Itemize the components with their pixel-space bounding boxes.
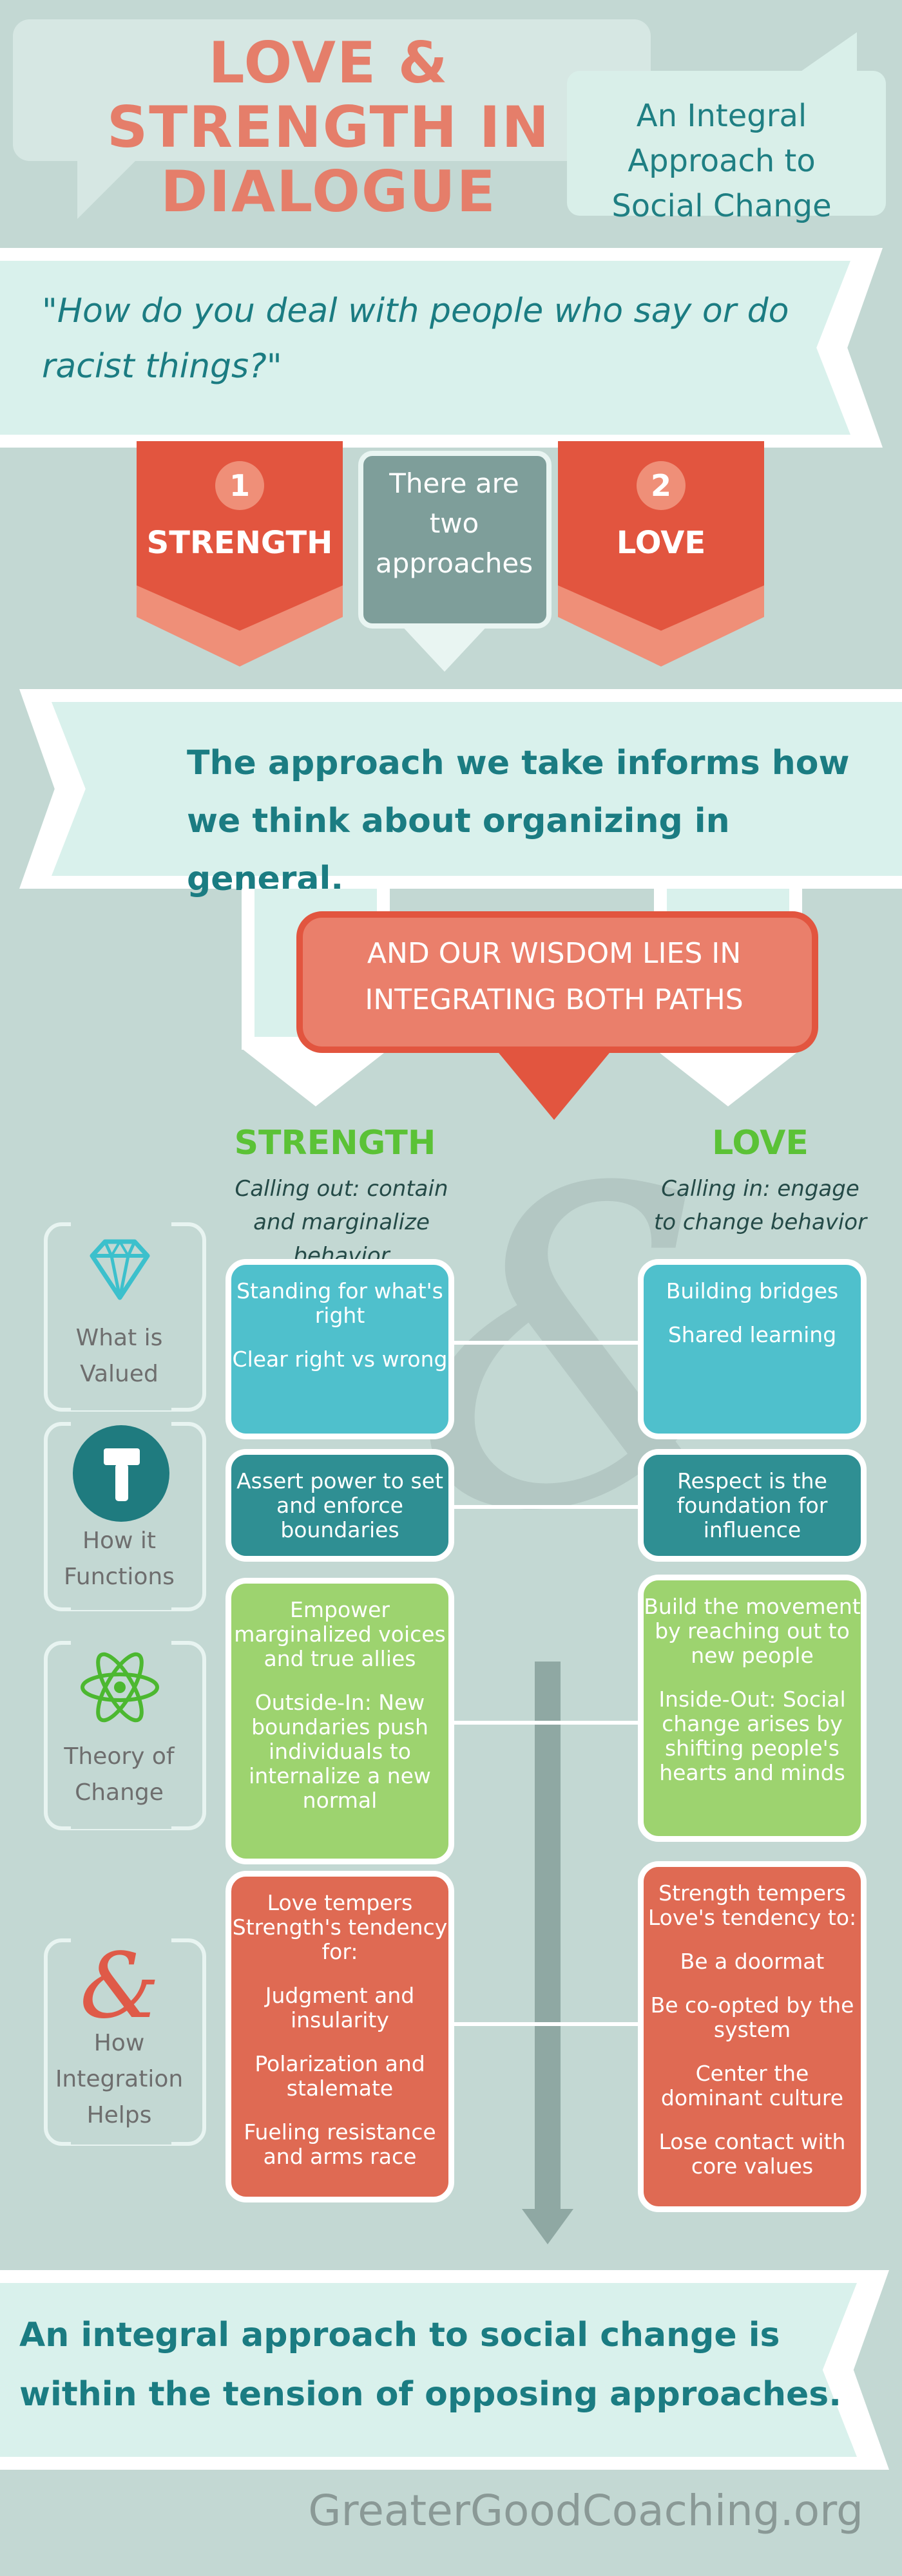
row-label-functions: How it Functions xyxy=(64,1528,175,1590)
row-connector-theory xyxy=(451,1721,644,1725)
cell-line: Love tempers Strength's tendency for: xyxy=(232,1890,448,1964)
title-bubble xyxy=(13,19,651,161)
row-label-theory: Theory of Change xyxy=(64,1743,175,1806)
ampersand-icon: & xyxy=(79,1934,160,2039)
cell-line: Standing for what's right xyxy=(236,1278,443,1328)
diamond-icon xyxy=(72,1224,168,1320)
strength-cell-theory: Empower marginalized voices and true all… xyxy=(225,1578,454,1864)
cell-line: Be co-opted by the system xyxy=(650,1993,854,2042)
cell-line: Clear right vs wrong xyxy=(232,1347,448,1372)
statement-banner xyxy=(52,702,902,876)
question-text: "How do you deal with people who say or … xyxy=(42,292,789,386)
bracket-gap xyxy=(71,1217,171,1410)
cell-line: Respect is the foundation for influence xyxy=(676,1468,828,1542)
row-connector-valued xyxy=(451,1341,644,1345)
cell-line: Build the movement by reaching out to ne… xyxy=(644,1594,861,1668)
cell-line: Be a doormat xyxy=(680,1949,825,1974)
cell-line: Inside-Out: Social change arises by shif… xyxy=(658,1687,846,1785)
conclusion-text: An integral approach to social change is… xyxy=(19,2316,841,2414)
strength-cell-integration: Love tempers Strength's tendency for: Ju… xyxy=(225,1871,454,2202)
love-cell-functions: Respect is the foundation for influence xyxy=(638,1449,867,1562)
love-number-badge: 2 xyxy=(637,461,686,510)
row-label-integration: How Integration Helps xyxy=(55,2030,184,2128)
love-cell-integration: Strength tempers Love's tendency to: Be … xyxy=(638,1861,867,2212)
row-connector-integration xyxy=(451,2022,644,2026)
page-subtitle: An Integral Approach to Social Change xyxy=(611,98,832,224)
cell-line: Building bridges xyxy=(666,1278,839,1303)
love-cell-theory: Build the movement by reaching out to ne… xyxy=(638,1575,867,1842)
row-label-valued: What is Valued xyxy=(75,1325,163,1387)
strength-pillar-arrow xyxy=(242,1048,390,1106)
cell-line: Lose contact with core values xyxy=(658,2129,846,2179)
love-column-heading: LOVE xyxy=(712,1124,809,1162)
statement-text: The approach we take informs how we thin… xyxy=(187,744,850,898)
cell-line: Strength tempers Love's tendency to: xyxy=(648,1880,857,1930)
wisdom-callout-tail xyxy=(493,1046,615,1120)
title-bubble-tail xyxy=(77,142,155,219)
strength-cell-valued: Standing for what's right Clear right vs… xyxy=(225,1259,454,1439)
strength-cell-functions: Assert power to set and enforce boundari… xyxy=(225,1449,454,1562)
footer-website-link[interactable]: GreaterGoodCoaching.org xyxy=(308,2486,863,2535)
love-pillar-arrow xyxy=(654,1048,802,1106)
cell-line: Fueling resistance and arms race xyxy=(244,2119,436,2169)
conclusion-banner xyxy=(0,2283,857,2457)
center-arrow-shaft xyxy=(535,1662,561,2215)
wisdom-callout xyxy=(296,911,818,1053)
cell-line: Shared learning xyxy=(667,1322,837,1347)
approaches-callout xyxy=(358,451,552,629)
love-column-subheading: Calling in: engage to change behavior xyxy=(653,1176,867,1235)
approaches-callout-text: There are two approaches xyxy=(375,468,533,579)
strength-column-subheading: Calling out: contain and marginalize beh… xyxy=(235,1176,448,1269)
strength-column-heading: STRENGTH xyxy=(234,1124,436,1162)
love-cell-valued: Building bridges Shared learning xyxy=(638,1259,867,1439)
cell-line: Empower marginalized voices and true all… xyxy=(234,1597,446,1671)
bracket-gap xyxy=(71,1932,171,2145)
question-banner xyxy=(0,261,850,435)
love-label: LOVE xyxy=(616,525,706,561)
subtitle-bubble-tail xyxy=(792,32,857,77)
atom-icon xyxy=(72,1639,168,1736)
strength-number-badge: 1 xyxy=(215,461,264,510)
hammer-icon xyxy=(73,1425,169,1522)
row-connector-functions xyxy=(451,1505,644,1509)
approaches-callout-tail xyxy=(399,623,490,672)
strength-label: STRENGTH xyxy=(146,525,333,561)
center-arrow-head xyxy=(522,2209,573,2244)
wisdom-text: AND OUR WISDOM LIES IN INTEGRATING BOTH … xyxy=(365,937,744,1016)
cell-line: Outside-In: New boundaries push individu… xyxy=(249,1690,431,1813)
cell-line: Center the dominant culture xyxy=(660,2061,844,2110)
cell-line: Polarization and stalemate xyxy=(254,2051,425,2101)
cell-line: Judgment and insularity xyxy=(265,1983,415,2032)
cell-line: Assert power to set and enforce boundari… xyxy=(236,1468,443,1542)
page-title: LOVE & STRENGTH IN DIALOGUE xyxy=(106,30,551,225)
subtitle-bubble xyxy=(567,71,886,216)
